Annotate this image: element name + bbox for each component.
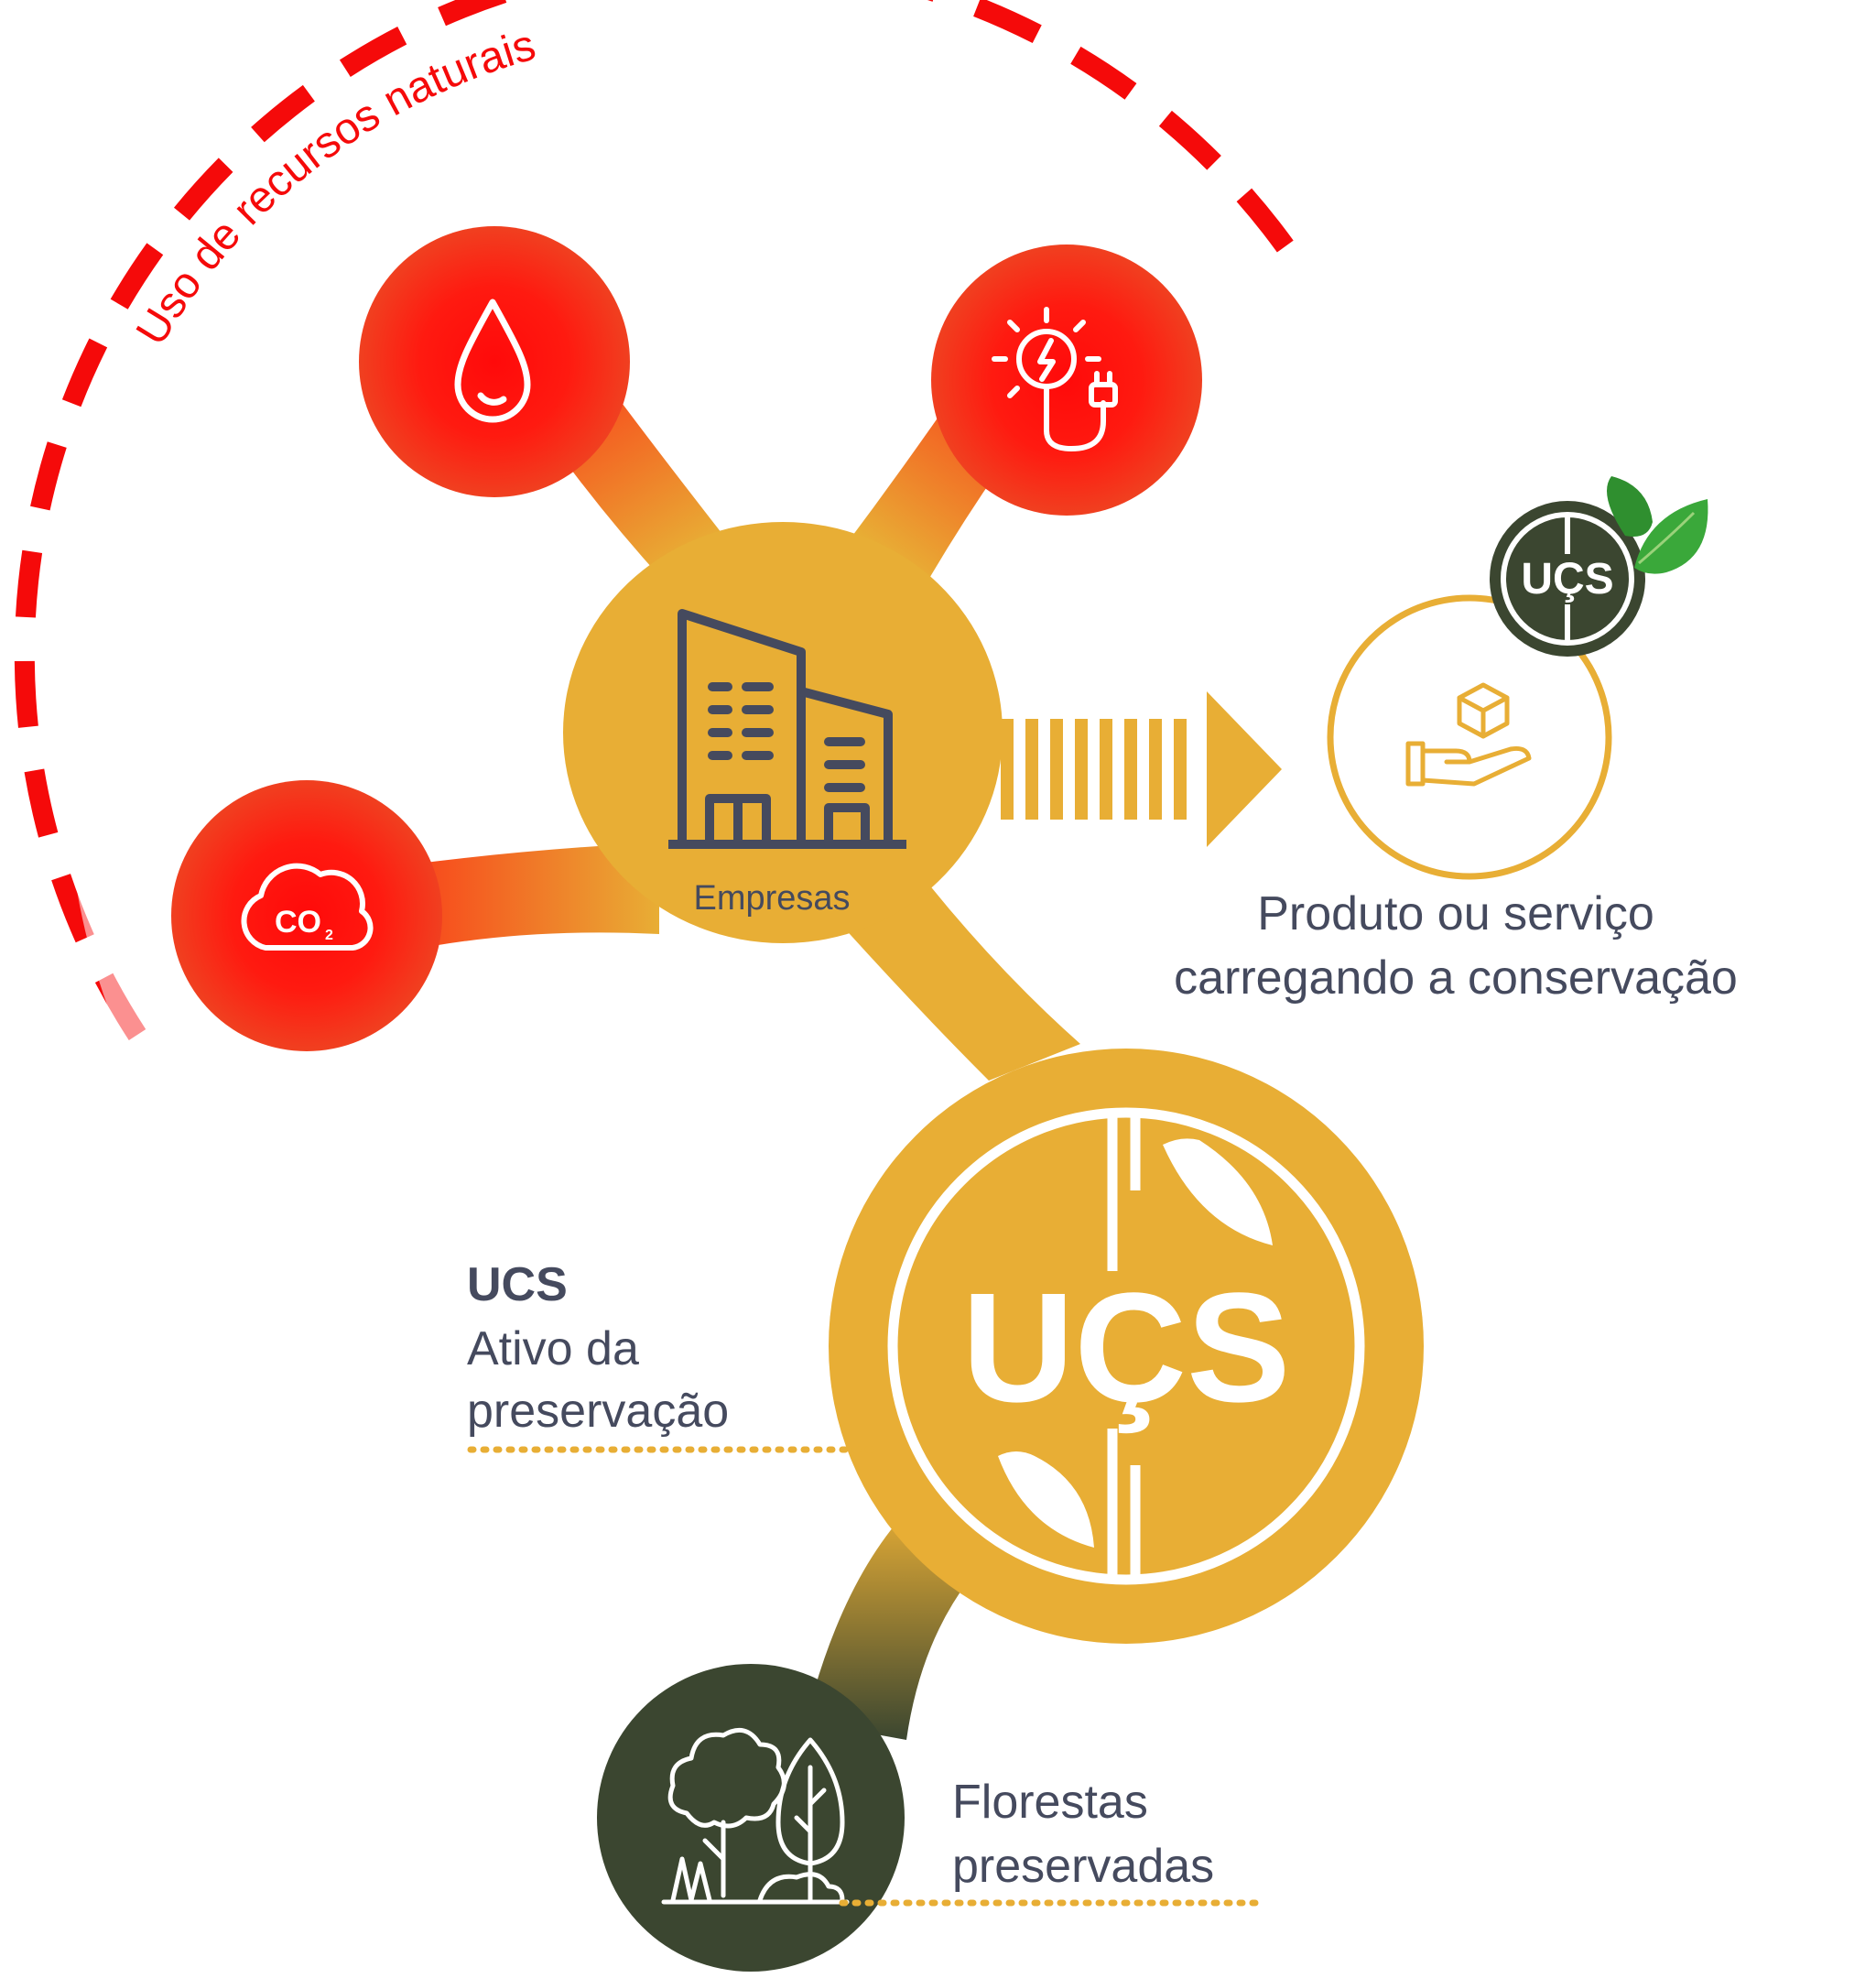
natural-resources-arc bbox=[14, 0, 1349, 1049]
ucs-badge-text: UÇS bbox=[1521, 555, 1613, 603]
co2-node: CO 2 bbox=[171, 780, 442, 1051]
svg-text:CO: CO bbox=[275, 905, 321, 940]
energy-node bbox=[931, 245, 1202, 516]
ucs-logo-text: UÇS bbox=[962, 1261, 1291, 1435]
svg-text:2: 2 bbox=[325, 928, 333, 943]
ucs-badge: UÇS bbox=[1490, 476, 1708, 657]
forest-node bbox=[597, 1664, 905, 1972]
leaves-icon bbox=[1607, 476, 1708, 574]
leaf-top-icon bbox=[1163, 1138, 1273, 1245]
hub-label: Empresas bbox=[693, 879, 850, 918]
ucs-title: UCS bbox=[467, 1258, 568, 1311]
ucs-node: UÇS bbox=[829, 1049, 1424, 1644]
ucs-line1: Ativo da bbox=[467, 1322, 639, 1375]
product-node bbox=[1327, 594, 1612, 880]
forest-icon bbox=[661, 1727, 850, 1905]
co2-cloud-icon: CO 2 bbox=[241, 863, 374, 951]
product-line1: Produto ou serviço bbox=[1257, 887, 1654, 940]
energy-plug-icon bbox=[992, 307, 1118, 451]
water-drop-icon bbox=[454, 299, 531, 423]
product-line2: carregando a conservação bbox=[1174, 951, 1738, 1005]
building-icon bbox=[668, 609, 906, 849]
forest-line1: Florestas bbox=[952, 1776, 1148, 1829]
flow-arrow bbox=[1001, 691, 1282, 847]
forest-line2: preservadas bbox=[952, 1840, 1214, 1893]
water-node bbox=[359, 226, 630, 497]
leaf-bottom-icon bbox=[998, 1451, 1094, 1548]
hand-box-icon bbox=[1405, 682, 1532, 787]
ucs-line2: preservação bbox=[467, 1385, 729, 1438]
